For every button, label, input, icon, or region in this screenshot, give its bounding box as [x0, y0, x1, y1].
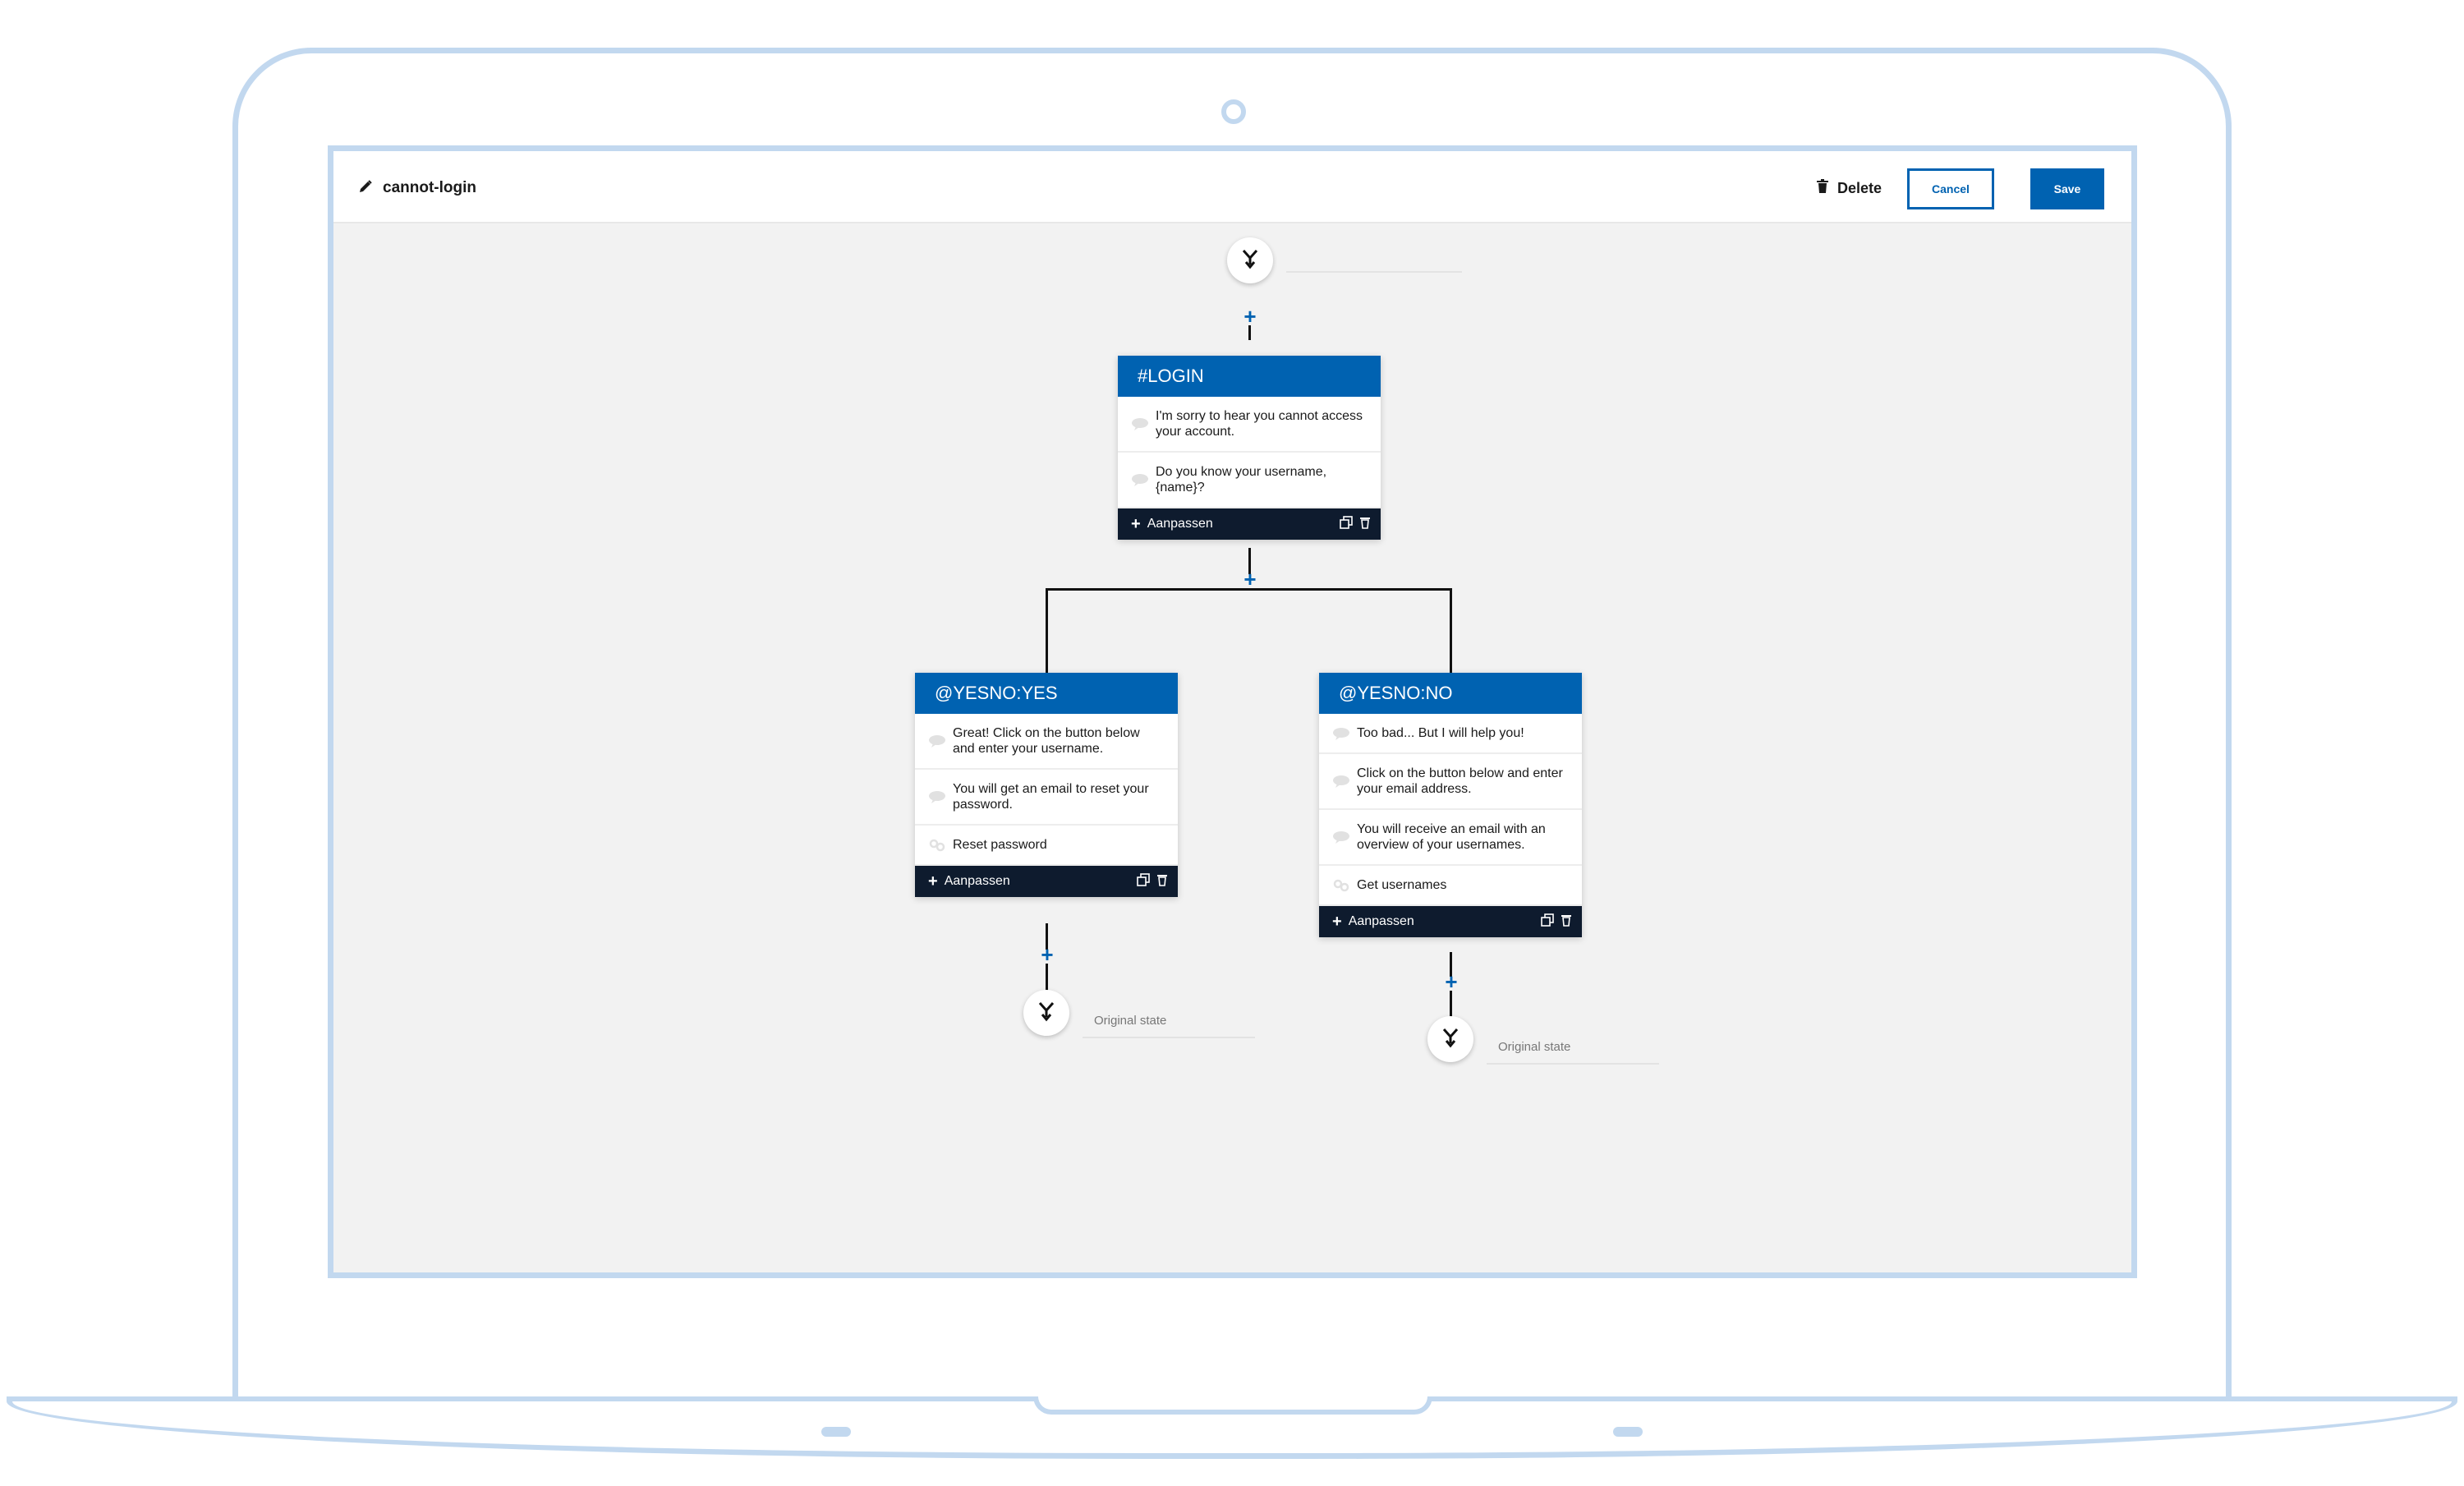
node-message-text: Great! Click on the button below and ent…	[953, 726, 1140, 756]
add-step-button[interactable]: +	[1243, 567, 1257, 591]
laptop-foot	[821, 1427, 851, 1437]
state-divider	[1286, 271, 1462, 273]
connector-line	[1450, 588, 1452, 673]
connector-line	[1248, 548, 1251, 574]
pencil-icon	[358, 179, 373, 198]
trash-icon[interactable]	[1156, 873, 1168, 890]
node-message-row[interactable]: Great! Click on the button below and ent…	[915, 714, 1178, 770]
speech-bubble-icon	[922, 790, 953, 803]
trash-icon[interactable]	[1561, 913, 1572, 931]
node-link-row[interactable]: Get usernames	[1319, 866, 1582, 906]
delete-label: Delete	[1837, 179, 1882, 196]
plus-icon: +	[928, 872, 938, 890]
node-message-text: You will get an email to reset your pass…	[953, 782, 1149, 812]
connector-line	[1248, 325, 1251, 340]
copy-icon[interactable]	[1340, 515, 1353, 533]
end-state-label: Original state	[1094, 1014, 1167, 1028]
flow-title[interactable]: cannot-login	[358, 176, 476, 200]
copy-icon[interactable]	[1137, 872, 1150, 890]
node-footer: + Aanpassen	[915, 866, 1178, 897]
add-step-button[interactable]: +	[1041, 942, 1054, 967]
connector-line	[1046, 588, 1048, 673]
node-header[interactable]: @YESNO:NO	[1319, 673, 1582, 714]
branch-line	[1046, 588, 1452, 591]
node-footer: + Aanpassen	[1118, 508, 1381, 540]
aanpassen-label: Aanpassen	[944, 874, 1010, 888]
aanpassen-button[interactable]: + Aanpassen	[1332, 913, 1414, 932]
aanpassen-button[interactable]: + Aanpassen	[928, 872, 1010, 891]
connector-line	[1450, 991, 1452, 1019]
link-icon	[922, 839, 953, 852]
connector-line	[1046, 923, 1048, 950]
laptop-lid-outline	[232, 48, 2232, 1403]
plus-icon: +	[1332, 912, 1342, 931]
node-message-row[interactable]: Do you know your username, {name}?	[1118, 453, 1381, 508]
state-divider	[1083, 1037, 1255, 1038]
app-screen: cannot-login Delete Cancel Save + #LOGIN…	[328, 145, 2137, 1278]
node-message-text: You will receive an email with an overvi…	[1357, 822, 1546, 852]
laptop-foot	[1613, 1427, 1643, 1437]
speech-bubble-icon	[1326, 830, 1357, 844]
node-link-row[interactable]: Reset password	[915, 826, 1178, 866]
start-state-node[interactable]	[1227, 237, 1273, 283]
top-bar: cannot-login Delete Cancel Save	[333, 151, 2131, 223]
aanpassen-label: Aanpassen	[1147, 517, 1213, 531]
node-message-row[interactable]: Too bad... But I will help you!	[1319, 714, 1582, 754]
node-header[interactable]: @YESNO:YES	[915, 673, 1178, 714]
connector-line	[1046, 964, 1048, 993]
camera-icon	[1221, 99, 1246, 124]
end-state-label: Original state	[1498, 1040, 1571, 1054]
flow-node-yes: @YESNO:YES Great! Click on the button be…	[915, 673, 1178, 897]
merge-arrow-icon	[1441, 1027, 1460, 1052]
node-message-text: Click on the button below and enter your…	[1357, 766, 1563, 796]
node-link-text: Reset password	[953, 838, 1047, 852]
delete-button[interactable]: Delete	[1816, 174, 1882, 202]
node-footer: + Aanpassen	[1319, 906, 1582, 937]
speech-bubble-icon	[1124, 417, 1156, 430]
laptop-notch	[1033, 1396, 1432, 1415]
merge-arrow-icon	[1240, 248, 1260, 274]
save-button[interactable]: Save	[2030, 168, 2104, 209]
state-divider	[1487, 1063, 1659, 1065]
plus-icon: +	[1131, 514, 1141, 533]
trash-icon	[1816, 178, 1829, 198]
node-message-text: Do you know your username, {name}?	[1156, 465, 1327, 495]
flow-title-text: cannot-login	[383, 179, 476, 196]
node-message-row[interactable]: I'm sorry to hear you cannot access your…	[1118, 397, 1381, 453]
node-message-text: I'm sorry to hear you cannot access your…	[1156, 409, 1363, 439]
cancel-button[interactable]: Cancel	[1907, 168, 1994, 209]
merge-arrow-icon	[1037, 1001, 1056, 1026]
add-step-button[interactable]: +	[1243, 304, 1257, 329]
node-message-row[interactable]: Click on the button below and enter your…	[1319, 754, 1582, 810]
speech-bubble-icon	[922, 734, 953, 748]
flow-node-login: #LOGIN I'm sorry to hear you cannot acce…	[1118, 356, 1381, 540]
end-state-node[interactable]	[1023, 990, 1069, 1036]
speech-bubble-icon	[1124, 473, 1156, 486]
link-icon	[1326, 879, 1357, 892]
trash-icon[interactable]	[1359, 516, 1371, 533]
node-message-row[interactable]: You will receive an email with an overvi…	[1319, 810, 1582, 866]
aanpassen-label: Aanpassen	[1348, 914, 1414, 928]
connector-line	[1450, 952, 1452, 977]
node-message-text: Too bad... But I will help you!	[1357, 726, 1524, 740]
aanpassen-button[interactable]: + Aanpassen	[1131, 515, 1213, 534]
speech-bubble-icon	[1326, 727, 1357, 740]
node-link-text: Get usernames	[1357, 878, 1447, 892]
node-header[interactable]: #LOGIN	[1118, 356, 1381, 397]
add-step-button[interactable]: +	[1445, 969, 1458, 994]
copy-icon[interactable]	[1541, 913, 1554, 931]
speech-bubble-icon	[1326, 775, 1357, 788]
end-state-node[interactable]	[1427, 1016, 1473, 1062]
node-message-row[interactable]: You will get an email to reset your pass…	[915, 770, 1178, 826]
flow-node-no: @YESNO:NO Too bad... But I will help you…	[1319, 673, 1582, 937]
